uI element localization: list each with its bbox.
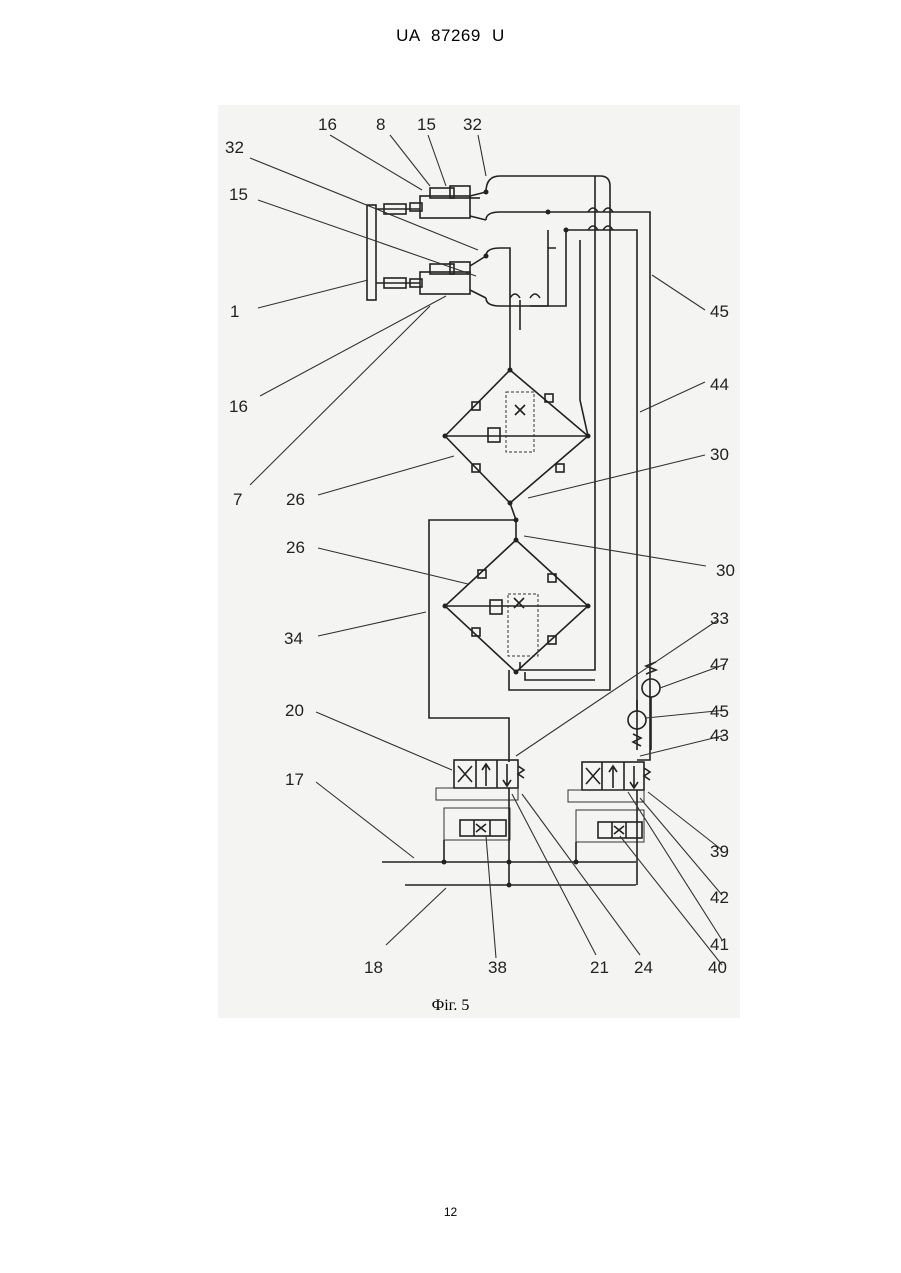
label-40: 40 <box>708 958 727 977</box>
label-1: 1 <box>230 302 239 321</box>
label-42: 42 <box>710 888 729 907</box>
label-21: 21 <box>590 958 609 977</box>
label-32-left: 32 <box>225 138 244 157</box>
label-41: 41 <box>710 935 729 954</box>
label-20: 20 <box>285 701 304 720</box>
bridge-upper <box>445 370 588 503</box>
label-32-top: 32 <box>463 115 482 134</box>
label-39: 39 <box>710 842 729 861</box>
label-16-left: 16 <box>229 397 248 416</box>
valve-40 <box>576 810 644 842</box>
label-30-mid: 30 <box>716 561 735 580</box>
frame-1 <box>367 205 376 300</box>
label-44: 44 <box>710 375 729 394</box>
label-8: 8 <box>376 115 385 134</box>
label-17: 17 <box>285 770 304 789</box>
label-43: 43 <box>710 726 729 745</box>
label-24: 24 <box>634 958 653 977</box>
bridge-lower <box>445 540 588 672</box>
upper-pipes <box>486 176 650 760</box>
pipe-crossovers <box>510 208 613 298</box>
page-number: 12 <box>0 1205 901 1219</box>
label-15-top: 15 <box>417 115 436 134</box>
label-45-top: 45 <box>710 302 729 321</box>
cylinder-upper <box>376 186 486 220</box>
valve-20 <box>436 760 524 800</box>
label-18: 18 <box>364 958 383 977</box>
label-38: 38 <box>488 958 507 977</box>
label-7: 7 <box>233 490 242 509</box>
label-47: 47 <box>710 655 729 674</box>
label-34: 34 <box>284 629 303 648</box>
label-26-mid: 26 <box>286 538 305 557</box>
label-33: 33 <box>710 609 729 628</box>
label-15-left: 15 <box>229 185 248 204</box>
check-valves <box>628 662 660 750</box>
cylinder-lower <box>376 256 486 298</box>
label-26-top: 26 <box>286 490 305 509</box>
label-16-top: 16 <box>318 115 337 134</box>
label-45-bottom: 45 <box>710 702 729 721</box>
valve-38 <box>444 808 510 840</box>
label-30-top: 30 <box>710 445 729 464</box>
callout-labels: 16 8 15 32 32 15 1 45 44 16 30 7 26 26 3… <box>225 115 735 977</box>
figure-caption: Фіг. 5 <box>0 997 901 1015</box>
